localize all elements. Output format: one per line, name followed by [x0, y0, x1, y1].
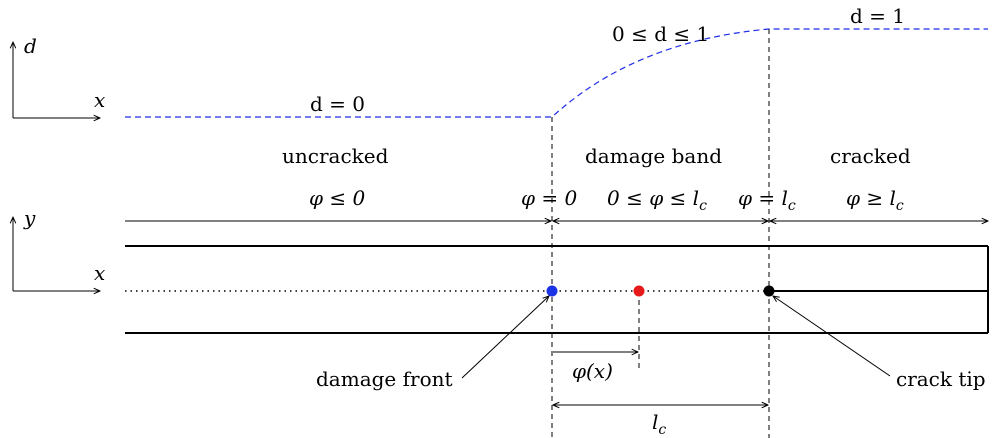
phi-label-band: 0 ≤ φ ≤ lc [607, 186, 707, 214]
top-axis-d-label: d [24, 34, 37, 58]
lc-label: lc [652, 410, 666, 438]
specimen-body [125, 245, 989, 334]
damage-label-right: d = 1 [850, 4, 905, 28]
crack-tip-point [763, 285, 775, 297]
phi-label-left: φ ≤ 0 [309, 186, 365, 210]
damage-label-left: d = 0 [310, 92, 365, 116]
damage-label-mid: 0 ≤ d ≤ 1 [612, 22, 709, 46]
bottom-axis-y-label: y [23, 206, 36, 230]
top-axis-x-label: x [94, 88, 105, 112]
region-cracked: cracked [830, 144, 911, 168]
mid-band-point [633, 285, 645, 297]
phi-label-front: φ = 0 [521, 186, 577, 210]
phi-x-label: φ(x) [572, 359, 613, 383]
top-axes: d x [13, 34, 105, 118]
damage-profile-curve [125, 28, 988, 118]
damage-front-point [546, 285, 558, 297]
crack-tip-label: crack tip [896, 367, 986, 391]
bottom-axis-x-label: x [94, 261, 105, 285]
region-damage-band: damage band [585, 144, 722, 168]
damage-front-label: damage front [316, 367, 453, 391]
crack-tip-pointer [773, 296, 891, 377]
phi-label-tip: φ = lc [738, 186, 796, 214]
region-uncracked: uncracked [282, 144, 389, 168]
damage-front-pointer [461, 296, 549, 379]
bottom-axes: y x [13, 206, 105, 291]
phi-label-right: φ ≥ lc [846, 186, 904, 214]
